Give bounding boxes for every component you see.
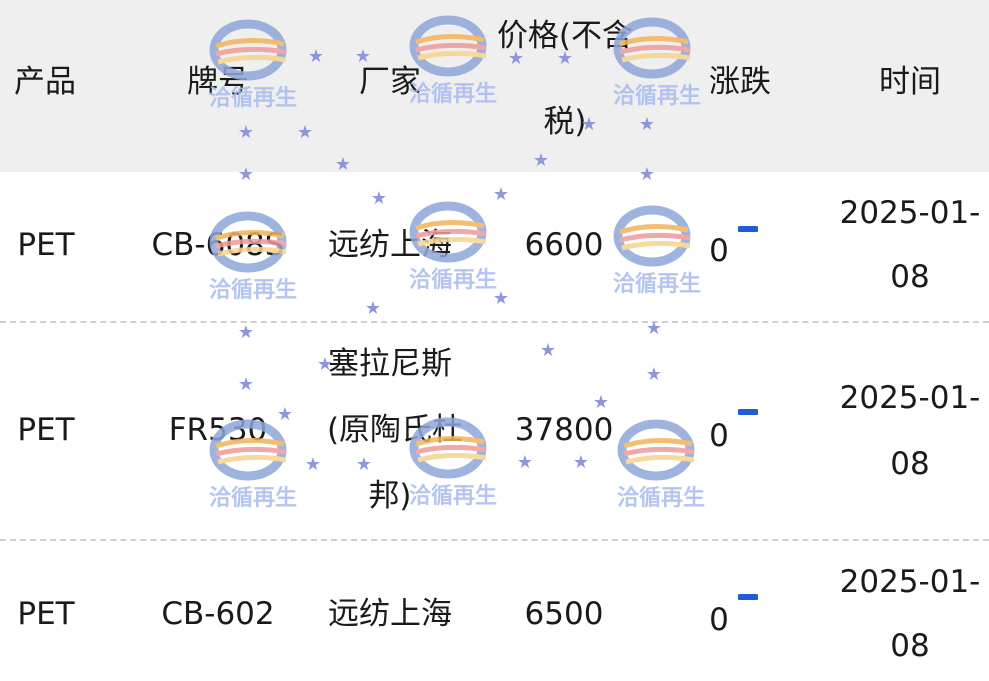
recycle-logo-icon <box>409 417 487 479</box>
header-time: 时间 <box>879 64 941 100</box>
row-divider <box>0 321 989 323</box>
cell-price: 6500 <box>524 596 604 632</box>
recycle-logo-icon <box>613 17 691 79</box>
star-icon: ★ <box>492 288 510 309</box>
watermark-logo: 洽循再生 <box>408 200 498 293</box>
cell-manufacturer-line3: 邦) <box>368 478 412 514</box>
watermark-logo: 洽循再生 <box>612 204 702 297</box>
recycle-logo-icon <box>209 19 287 81</box>
watermark-text: 洽循再生 <box>408 82 497 107</box>
cell-date-line1: 2025-01- <box>839 195 981 231</box>
star-icon: ★ <box>354 46 372 67</box>
watermark-text: 洽循再生 <box>208 86 297 111</box>
star-icon: ★ <box>516 452 534 473</box>
cell-date-line2: 08 <box>890 259 930 295</box>
watermark-text: 洽循再生 <box>408 268 497 293</box>
recycle-logo-icon <box>409 15 487 77</box>
star-icon: ★ <box>304 454 322 475</box>
star-icon: ★ <box>638 114 656 135</box>
watermark-logo: 洽循再生 <box>408 416 498 509</box>
cell-change-value: 0 <box>709 233 729 269</box>
star-icon: ★ <box>592 392 610 413</box>
watermark-logo: 洽循再生 <box>408 14 498 107</box>
recycle-logo-icon <box>209 419 287 481</box>
cell-change-value: 0 <box>709 418 729 454</box>
table-row: PET CB-602 远纺上海 6500 0 2025-01- 08 <box>0 541 989 681</box>
cell-date-line2: 08 <box>890 446 930 482</box>
cell-price: 37800 <box>514 412 614 448</box>
flat-change-indicator-icon <box>738 594 758 600</box>
star-icon: ★ <box>572 452 590 473</box>
star-icon: ★ <box>507 48 525 69</box>
watermark-text: 洽循再生 <box>612 272 701 297</box>
star-icon: ★ <box>237 322 255 343</box>
cell-change-value: 0 <box>709 602 729 638</box>
cell-product: PET <box>17 412 75 448</box>
star-icon: ★ <box>316 354 334 375</box>
recycle-logo-icon <box>617 419 695 481</box>
watermark-text: 洽循再生 <box>408 484 497 509</box>
row-divider <box>0 539 989 541</box>
star-icon: ★ <box>237 374 255 395</box>
star-icon: ★ <box>556 48 574 69</box>
watermark-text: 洽循再生 <box>616 486 705 511</box>
star-icon: ★ <box>237 164 255 185</box>
table-header: 产品 牌号 厂家 价格(不含 税) 涨跌 时间 <box>0 0 989 172</box>
star-icon: ★ <box>492 184 510 205</box>
header-change: 涨跌 <box>709 64 771 100</box>
star-icon: ★ <box>645 364 663 385</box>
watermark-logo: 洽循再生 <box>208 418 298 511</box>
star-icon: ★ <box>334 154 352 175</box>
cell-date-line1: 2025-01- <box>839 380 981 416</box>
header-product: 产品 <box>14 64 76 100</box>
star-icon: ★ <box>532 150 550 171</box>
star-icon: ★ <box>237 122 255 143</box>
star-icon: ★ <box>355 454 373 475</box>
recycle-logo-icon <box>209 211 287 273</box>
watermark-logo: 洽循再生 <box>612 16 702 109</box>
cell-product: PET <box>17 227 75 263</box>
cell-grade: CB-602 <box>161 596 275 632</box>
star-icon: ★ <box>580 114 598 135</box>
cell-manufacturer-line1: 塞拉尼斯 <box>328 346 452 382</box>
watermark-logo: 洽循再生 <box>208 18 298 111</box>
star-icon: ★ <box>276 404 294 425</box>
star-icon: ★ <box>645 318 663 339</box>
watermark-logo: 洽循再生 <box>208 210 298 303</box>
watermark-logo: 洽循再生 <box>616 418 706 511</box>
recycle-logo-icon <box>409 201 487 263</box>
watermark-text: 洽循再生 <box>208 486 297 511</box>
cell-price: 6600 <box>524 227 604 263</box>
flat-change-indicator-icon <box>738 226 758 232</box>
cell-date-line1: 2025-01- <box>839 564 981 600</box>
watermark-text: 洽循再生 <box>612 84 701 109</box>
star-icon: ★ <box>364 298 382 319</box>
star-icon: ★ <box>296 122 314 143</box>
flat-change-indicator-icon <box>738 409 758 415</box>
cell-product: PET <box>17 596 75 632</box>
star-icon: ★ <box>539 340 557 361</box>
star-icon: ★ <box>370 188 388 209</box>
star-icon: ★ <box>307 46 325 67</box>
cell-manufacturer: 远纺上海 <box>328 596 452 632</box>
header-price-line1: 价格(不含 <box>496 18 634 54</box>
star-icon: ★ <box>638 164 656 185</box>
watermark-text: 洽循再生 <box>208 278 297 303</box>
cell-date-line2: 08 <box>890 628 930 664</box>
recycle-logo-icon <box>613 205 691 267</box>
header-price-line2: 税) <box>543 104 587 140</box>
